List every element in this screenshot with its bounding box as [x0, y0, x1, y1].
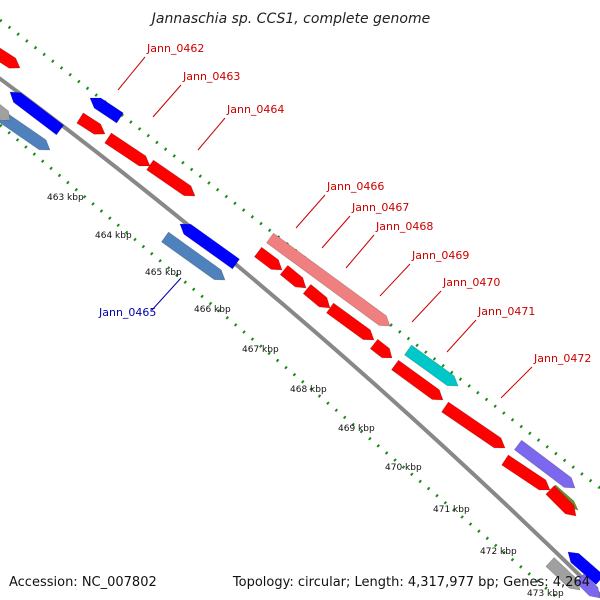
gene-arrow: [76, 112, 106, 135]
gene-label: Jann_0463: [182, 70, 240, 83]
gene-label: Jann_0464: [226, 103, 284, 116]
gene-arrow: [302, 283, 331, 309]
gene-arrow: [369, 338, 393, 359]
gene-features: [0, 47, 600, 599]
kbp-tick-label: 467 kbp: [242, 345, 279, 355]
kbp-tick-label: 464 kbp: [95, 231, 132, 241]
gene-arrow: [146, 159, 196, 197]
kbp-tick-label: 473 kbp: [527, 589, 564, 599]
gene-arrow: [179, 223, 240, 270]
gene-arrow: [9, 91, 65, 136]
gene-arrow: [513, 439, 576, 489]
genome-summary-text: Topology: circular; Length: 4,317,977 bp…: [232, 575, 590, 590]
gene-label: Jann_0465: [98, 306, 156, 319]
gene-arrow: [161, 231, 226, 281]
inner-dotted-line: [0, 123, 561, 600]
gene-leader-line: [152, 84, 182, 118]
gene-leader-line: [197, 117, 226, 151]
gene-arrow: [501, 454, 551, 491]
gene-arrow: [575, 573, 600, 599]
gene-arrow: [567, 551, 600, 585]
gene-leader-line: [345, 234, 375, 269]
map-title: Jannaschia sp. CCS1, complete genome: [149, 11, 430, 27]
genome-backbone: [0, 76, 600, 598]
gene-leader-line: [295, 194, 326, 229]
gene-leader-line: [151, 277, 182, 311]
gene-leader-line: [321, 215, 351, 249]
gene-arrow: [391, 359, 444, 401]
kbp-tick-label: 469 kbp: [338, 424, 375, 434]
gene-arrow: [404, 344, 459, 387]
kbp-tick-labels: 463 kbp 464 kbp 465 kbp 466 kbp 467 kbp 468 k…: [47, 193, 564, 599]
gene-arrow: [104, 132, 151, 167]
gene-arrow: [279, 264, 307, 289]
kbp-tick-label: 463 kbp: [47, 193, 84, 203]
accession-text: Accession: NC_007802: [9, 575, 157, 590]
kbp-tick-label: 468 kbp: [290, 385, 327, 395]
gene-label: Jann_0468: [375, 220, 433, 233]
gene-leader-line: [500, 366, 533, 399]
gene-arrow: [0, 107, 51, 151]
gene-arrow: [266, 232, 391, 327]
gene-arrow: [0, 103, 11, 121]
kbp-tick-label: 465 kbp: [145, 268, 182, 278]
gene-arrow: [545, 485, 577, 517]
gene-label: Jann_0469: [411, 249, 469, 262]
kbp-tick-label: 466 kbp: [194, 305, 231, 315]
gene-label: Jann_0472: [533, 352, 591, 365]
gene-arrow: [0, 47, 21, 69]
backbone-arc: [0, 76, 600, 598]
gene-leader-line: [446, 319, 477, 353]
gene-leader-line: [411, 290, 442, 323]
kbp-tick-label: 472 kbp: [480, 547, 517, 557]
kbp-tick-label: 471 kbp: [433, 505, 470, 515]
gene-arrow: [253, 246, 283, 271]
kbp-tick-label: 470 kbp: [385, 463, 422, 473]
gene-arrow: [326, 302, 375, 341]
gene-arrow: [441, 401, 506, 449]
gene-labels: Jann_0462Jann_0463Jann_0464Jann_0465Jann…: [98, 42, 591, 399]
gene-label: Jann_0470: [442, 276, 500, 289]
dotted-guides: [0, 18, 600, 600]
gene-leader-line: [379, 263, 411, 297]
gene-label: Jann_0466: [326, 180, 384, 193]
gene-leader-line: [117, 56, 146, 91]
gene-label: Jann_0462: [146, 42, 204, 55]
gene-label: Jann_0467: [351, 201, 409, 214]
gene-label: Jann_0471: [477, 305, 535, 318]
gene-arrow: [89, 97, 124, 124]
